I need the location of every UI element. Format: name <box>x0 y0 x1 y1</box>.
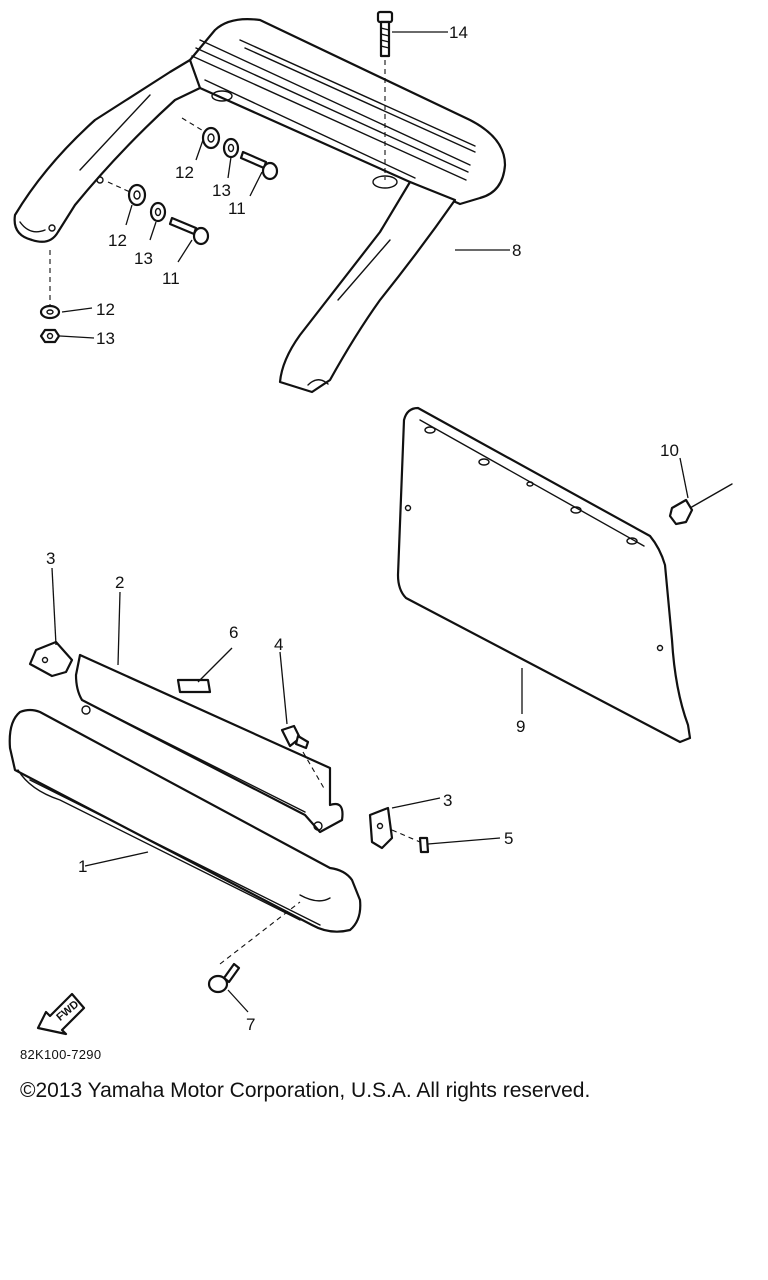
callout-5: 5 <box>504 829 513 848</box>
callout-1: 1 <box>78 857 87 876</box>
hardware-upper-set <box>181 117 279 181</box>
callout-9: 9 <box>516 717 525 736</box>
callout-14: 14 <box>449 23 468 42</box>
screw-part-4 <box>280 724 326 791</box>
callout-10: 10 <box>660 441 679 460</box>
clip-part-10 <box>668 483 733 526</box>
leader-lines <box>51 31 689 1013</box>
label-part-6 <box>176 678 212 694</box>
hardware-lower-set <box>39 250 61 344</box>
plate-part-9 <box>396 406 692 744</box>
callout-13-middle: 13 <box>134 249 153 268</box>
bracket-part-2 <box>74 653 344 834</box>
pin-part-5 <box>418 836 430 854</box>
bolt-part-14 <box>376 10 394 180</box>
callout-13-upper: 13 <box>212 181 231 200</box>
callout-12-lower: 12 <box>96 300 115 319</box>
callout-12-upper: 12 <box>175 163 194 182</box>
bolt-part-7 <box>207 962 241 994</box>
parts-diagram: FWD 14 8 12 13 12 13 11 12 13 11 10 <box>8 10 733 1036</box>
hardware-middle-set <box>107 181 210 246</box>
callout-numbers: 14 8 12 13 12 13 11 12 13 11 10 9 3 2 6 … <box>46 23 679 1034</box>
callout-11-middle: 11 <box>162 269 180 288</box>
callout-11-upper: 11 <box>228 199 246 218</box>
callout-6: 6 <box>229 623 238 642</box>
backrest-pad-part-1 <box>8 708 362 965</box>
callout-2: 2 <box>115 573 124 592</box>
callout-3-right: 3 <box>443 791 452 810</box>
copyright-notice: ©2013 Yamaha Motor Corporation, U.S.A. A… <box>20 1079 591 1102</box>
bracket-part-3-left <box>28 640 74 678</box>
bracket-part-3-right <box>368 806 421 850</box>
callout-13-lower: 13 <box>96 329 115 348</box>
callout-7: 7 <box>246 1015 255 1034</box>
diagram-code: 82K100-7290 <box>20 1047 102 1062</box>
callout-3-left: 3 <box>46 549 55 568</box>
callout-4: 4 <box>274 635 283 654</box>
callout-8: 8 <box>512 241 521 260</box>
callout-12-middle: 12 <box>108 231 127 250</box>
rear-rack-part-8 <box>13 18 507 394</box>
fwd-arrow-icon: FWD <box>36 992 86 1036</box>
